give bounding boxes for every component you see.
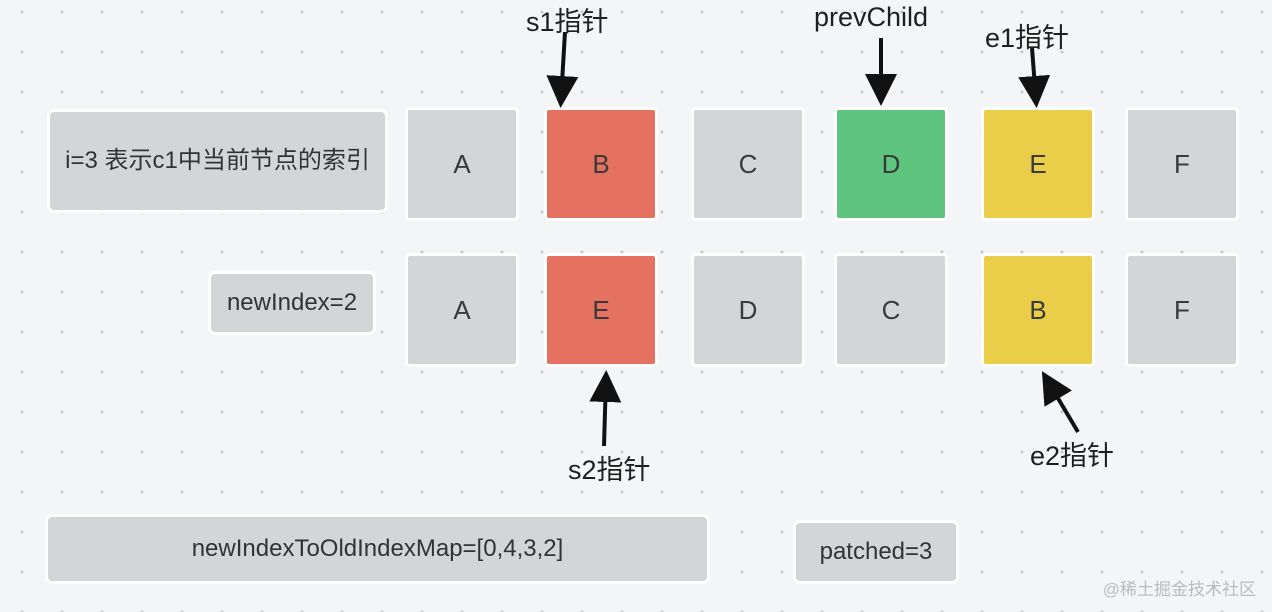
- old-node-b-label: B: [592, 148, 610, 179]
- new-node-f: F: [1125, 253, 1239, 367]
- patched-box: patched=3: [793, 520, 959, 584]
- new-node-b-label: B: [1029, 294, 1047, 325]
- new-node-a: A: [405, 253, 519, 367]
- e2-arrow: [1041, 371, 1080, 434]
- index-map-text: newIndexToOldIndexMap=[0,4,3,2]: [191, 534, 564, 562]
- old-node-f-label: F: [1174, 148, 1190, 179]
- s1-arrow: [546, 31, 579, 108]
- e1-pointer-label: e1指针: [985, 23, 1070, 53]
- old-node-c-label: C: [738, 148, 758, 179]
- new-node-d-label: D: [738, 294, 758, 325]
- prev-child-label: prevChild: [814, 2, 929, 32]
- new-node-a-label: A: [453, 294, 471, 325]
- old-node-e: E: [981, 107, 1095, 221]
- s2-arrow: [589, 370, 622, 447]
- patched-text: patched=3: [819, 537, 933, 565]
- e2-pointer-label: e2指针: [1030, 441, 1115, 471]
- old-node-f: F: [1125, 107, 1239, 221]
- new-node-b: B: [981, 253, 1095, 367]
- old-node-e-label: E: [1029, 148, 1047, 179]
- s2-pointer-label: s2指针: [568, 455, 651, 485]
- new-index-text: newIndex=2: [226, 288, 358, 316]
- index-map-box: newIndexToOldIndexMap=[0,4,3,2]: [45, 514, 710, 584]
- new-node-e: E: [544, 253, 658, 367]
- old-node-d: D: [834, 107, 948, 221]
- s1-pointer-label: s1指针: [526, 7, 609, 37]
- new-node-d: D: [691, 253, 805, 367]
- old-node-a: A: [405, 107, 519, 221]
- e1-arrow: [1018, 47, 1051, 108]
- new-index-box: newIndex=2: [208, 271, 376, 335]
- old-node-b: B: [544, 107, 658, 221]
- new-node-c-label: C: [881, 294, 901, 325]
- index-description-text: i=3 表示c1中当前节点的索引: [65, 146, 370, 174]
- new-node-f-label: F: [1174, 294, 1190, 325]
- old-node-d-label: D: [881, 148, 901, 179]
- watermark-text: @稀土掘金技术社区: [1102, 580, 1256, 599]
- old-node-c: C: [691, 107, 805, 221]
- new-node-e-label: E: [592, 294, 610, 325]
- old-node-a-label: A: [453, 148, 471, 179]
- index-description-box: i=3 表示c1中当前节点的索引: [47, 109, 388, 213]
- new-node-c: C: [834, 253, 948, 367]
